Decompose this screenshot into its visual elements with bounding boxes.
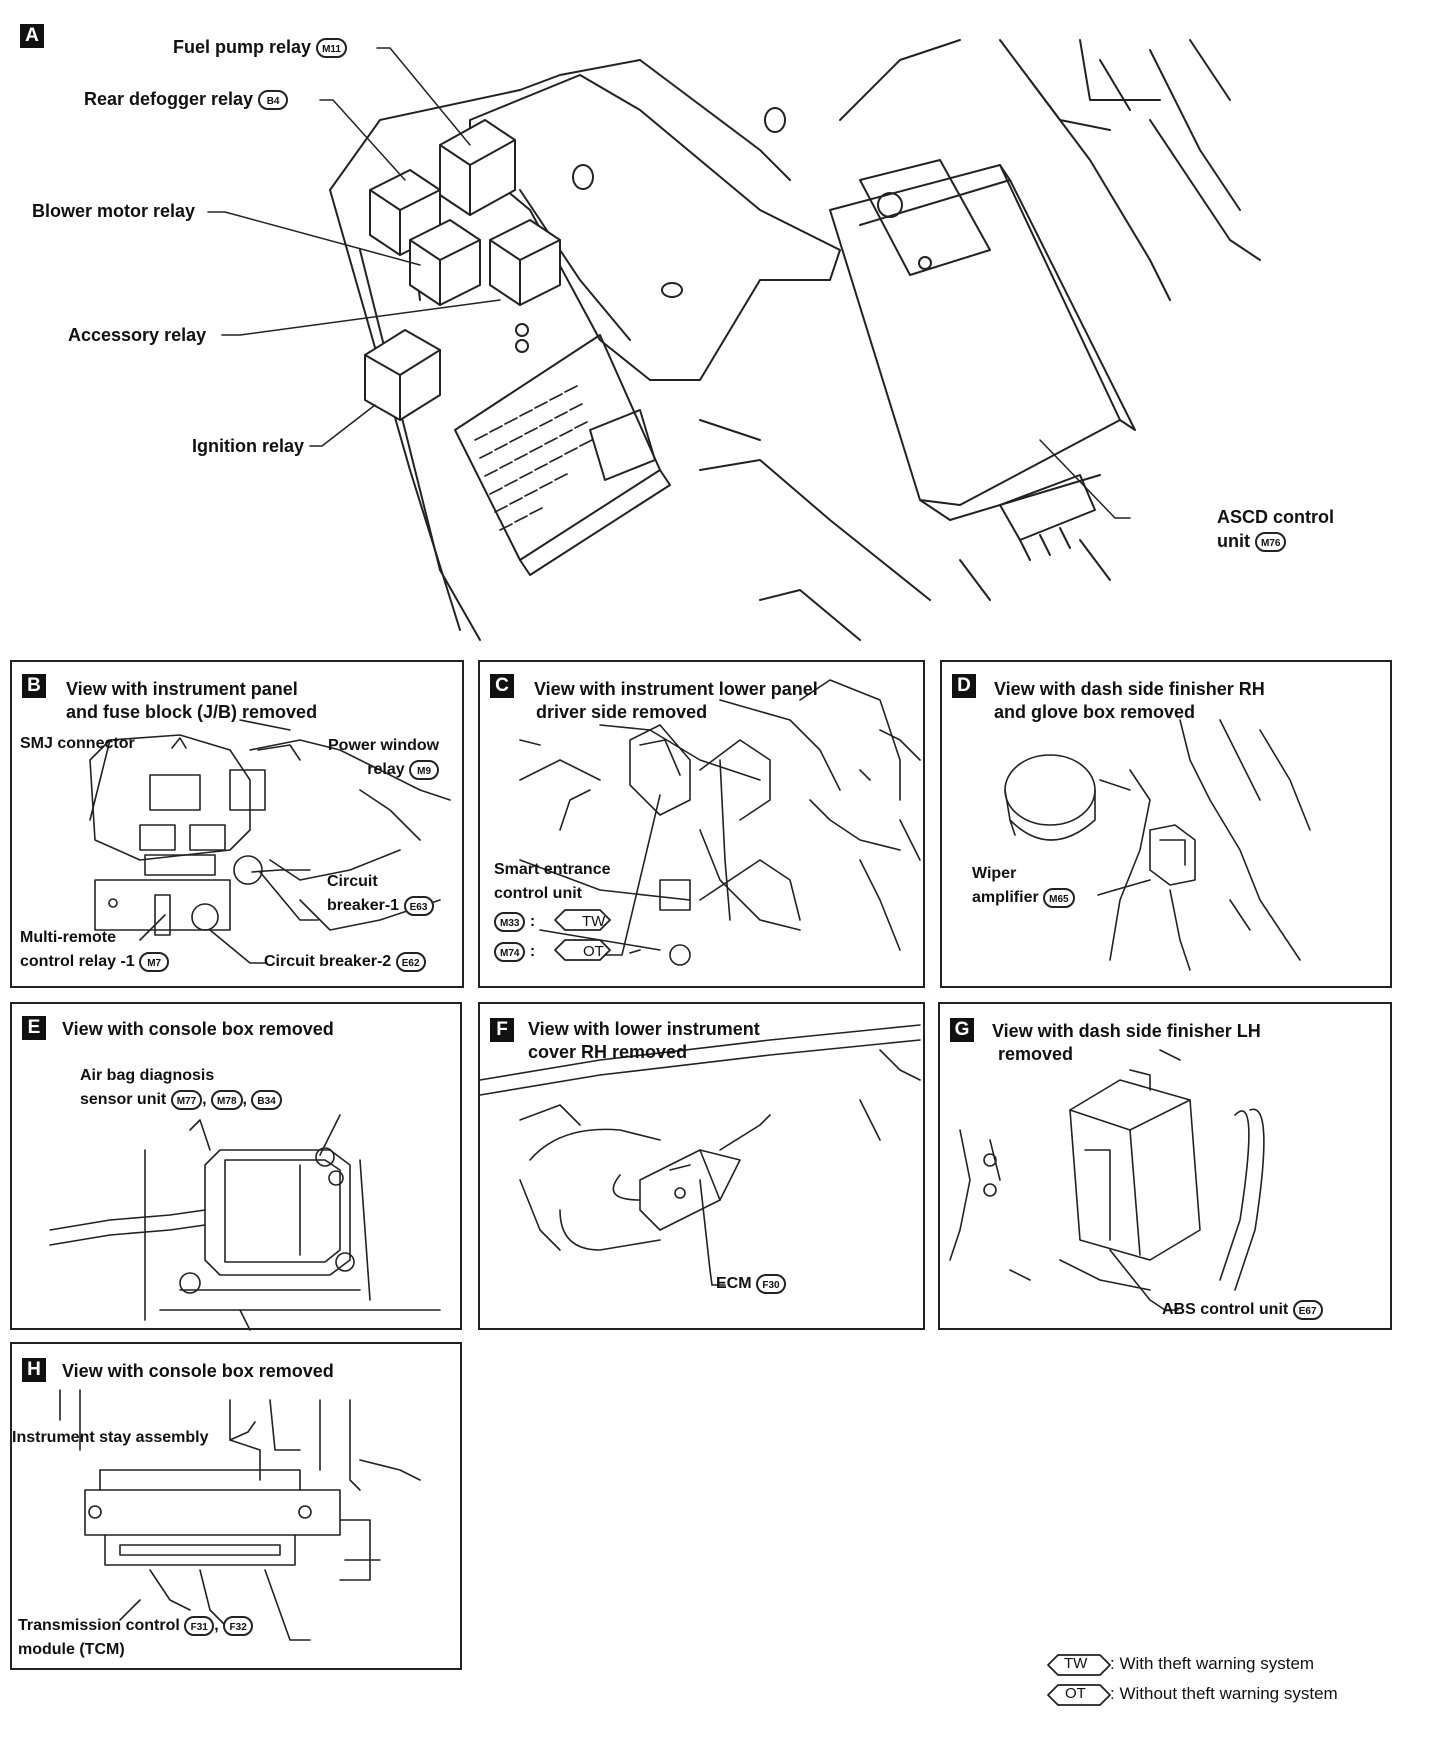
connector-m33: M33 xyxy=(494,912,526,932)
panel-c-code-shapes xyxy=(554,909,611,961)
view-letter-c: C xyxy=(490,674,514,698)
legend-shapes xyxy=(1047,1654,1111,1706)
view-letter-h: H xyxy=(22,1358,46,1382)
connector-b34: B34 xyxy=(251,1089,282,1110)
panel-e-title: View with console box removed xyxy=(62,1019,334,1039)
connector-f30: F30 xyxy=(756,1274,787,1294)
legend: TW : With theft warning system OT : With… xyxy=(1048,1652,1428,1712)
view-letter-e: E xyxy=(22,1016,46,1040)
connector-f32: F32 xyxy=(223,1615,254,1636)
label-ascd-control-unit: ASCD control unit M76 xyxy=(1217,507,1334,553)
panel-c-title: View with instrument lower panel driver … xyxy=(534,679,818,722)
view-letter-g: G xyxy=(950,1018,974,1042)
legend-code-ot: OT xyxy=(1065,1685,1086,1702)
view-letter-d: D xyxy=(952,674,976,698)
label-accessory-relay: Accessory relay xyxy=(68,325,207,345)
panel-b: B View with instrument panel and fuse bl… xyxy=(10,660,464,988)
panel-g: G View with dash side finisher LH remove… xyxy=(938,1002,1392,1330)
panel-e-drawing xyxy=(49,1114,441,1331)
connector-m7: M7 xyxy=(139,951,170,972)
fuse-block-drawing xyxy=(454,323,671,576)
dash-structure-drawing xyxy=(329,39,1261,641)
connector-f31: F31 xyxy=(184,1615,215,1636)
panel-d-drawing xyxy=(1004,719,1311,971)
panel-d: D View with dash side finisher RH and gl… xyxy=(940,660,1392,988)
panel-h: H View with console box removed Instrume… xyxy=(10,1342,462,1670)
label-circuit-breaker-1: Circuit breaker-1 E63 xyxy=(327,870,434,918)
panel-g-title: View with dash side finisher LH removed xyxy=(992,1021,1261,1064)
connector-e67: E67 xyxy=(1292,1300,1323,1320)
label-blower-motor-relay: Blower motor relay xyxy=(32,201,196,221)
connector-m77: M77 xyxy=(170,1089,203,1110)
legend-code-tw: TW xyxy=(1064,1655,1088,1672)
connector-m74: M74 xyxy=(494,942,526,962)
legend-text-tw: : With theft warning system xyxy=(1110,1654,1315,1673)
label-power-window-relay: Power window relay M9 xyxy=(328,737,440,780)
connector-e63: E63 xyxy=(403,895,434,916)
panel-h-drawing xyxy=(59,1389,421,1641)
label-air-bag-diagnosis-sensor-unit: Air bag diagnosis sensor unit M77, M78, … xyxy=(80,1064,282,1112)
panel-g-drawing xyxy=(949,1049,1265,1311)
code-ot: OT xyxy=(583,943,604,960)
panel-d-title: View with dash side finisher RH and glov… xyxy=(994,679,1265,722)
label-instrument-stay-assembly: Instrument stay assembly xyxy=(12,1429,209,1446)
label-ignition-relay: Ignition relay xyxy=(192,436,305,456)
label-circuit-breaker-2: Circuit breaker-2 E62 xyxy=(264,952,426,972)
view-letter-f: F xyxy=(490,1018,514,1042)
panel-b-title: View with instrument panel and fuse bloc… xyxy=(66,679,318,722)
view-letter-a: A xyxy=(20,24,44,48)
connector-m9: M9 xyxy=(409,759,440,780)
connector-e62: E62 xyxy=(395,952,426,972)
panel-c-drawing xyxy=(519,679,921,966)
row-m33-tw: M33 : TW xyxy=(494,912,605,932)
label-abs-control-unit: ABS control unit E67 xyxy=(1162,1300,1323,1320)
label-smj-connector: SMJ connector xyxy=(20,735,135,752)
row-m74-ot: M74 : OT xyxy=(494,942,604,962)
panel-e: E View with console box removed Air bag … xyxy=(10,1002,462,1330)
label-wiper-amplifier: Wiper amplifier M65 xyxy=(972,862,1075,910)
connector-m11: M11 xyxy=(316,38,347,59)
label-transmission-control-module: Transmission control F31, F32 module (TC… xyxy=(18,1614,254,1662)
relay-drawings xyxy=(364,119,561,421)
label-ecm: ECM F30 xyxy=(716,1274,787,1294)
label-smart-entrance-control-unit: Smart entrance control unit xyxy=(494,861,611,902)
label-rear-defogger-relay: Rear defogger relay B4 xyxy=(84,88,289,111)
label-fuel-pump-relay: Fuel pump relay M11 xyxy=(173,36,347,59)
panel-f-drawing xyxy=(479,1024,921,1286)
connector-m76: M76 xyxy=(1255,532,1287,553)
panel-c: C View with instrument lower panel drive… xyxy=(478,660,925,988)
main-leader-lines xyxy=(207,47,1131,519)
legend-text-ot: : Without theft warning system xyxy=(1110,1684,1338,1703)
label-multi-remote-control-relay: Multi-remote control relay -1 M7 xyxy=(20,926,170,974)
connector-m78: M78 xyxy=(211,1089,243,1110)
connector-m65: M65 xyxy=(1043,887,1075,908)
panel-b-drawing xyxy=(89,719,451,964)
panel-f-title: View with lower instrument cover RH remo… xyxy=(528,1019,760,1062)
panel-f: F View with lower instrument cover RH re… xyxy=(478,1002,925,1330)
view-letter-b: B xyxy=(22,674,46,698)
panel-h-title: View with console box removed xyxy=(62,1361,334,1381)
connector-b4: B4 xyxy=(258,90,289,111)
code-tw: TW xyxy=(582,913,606,930)
